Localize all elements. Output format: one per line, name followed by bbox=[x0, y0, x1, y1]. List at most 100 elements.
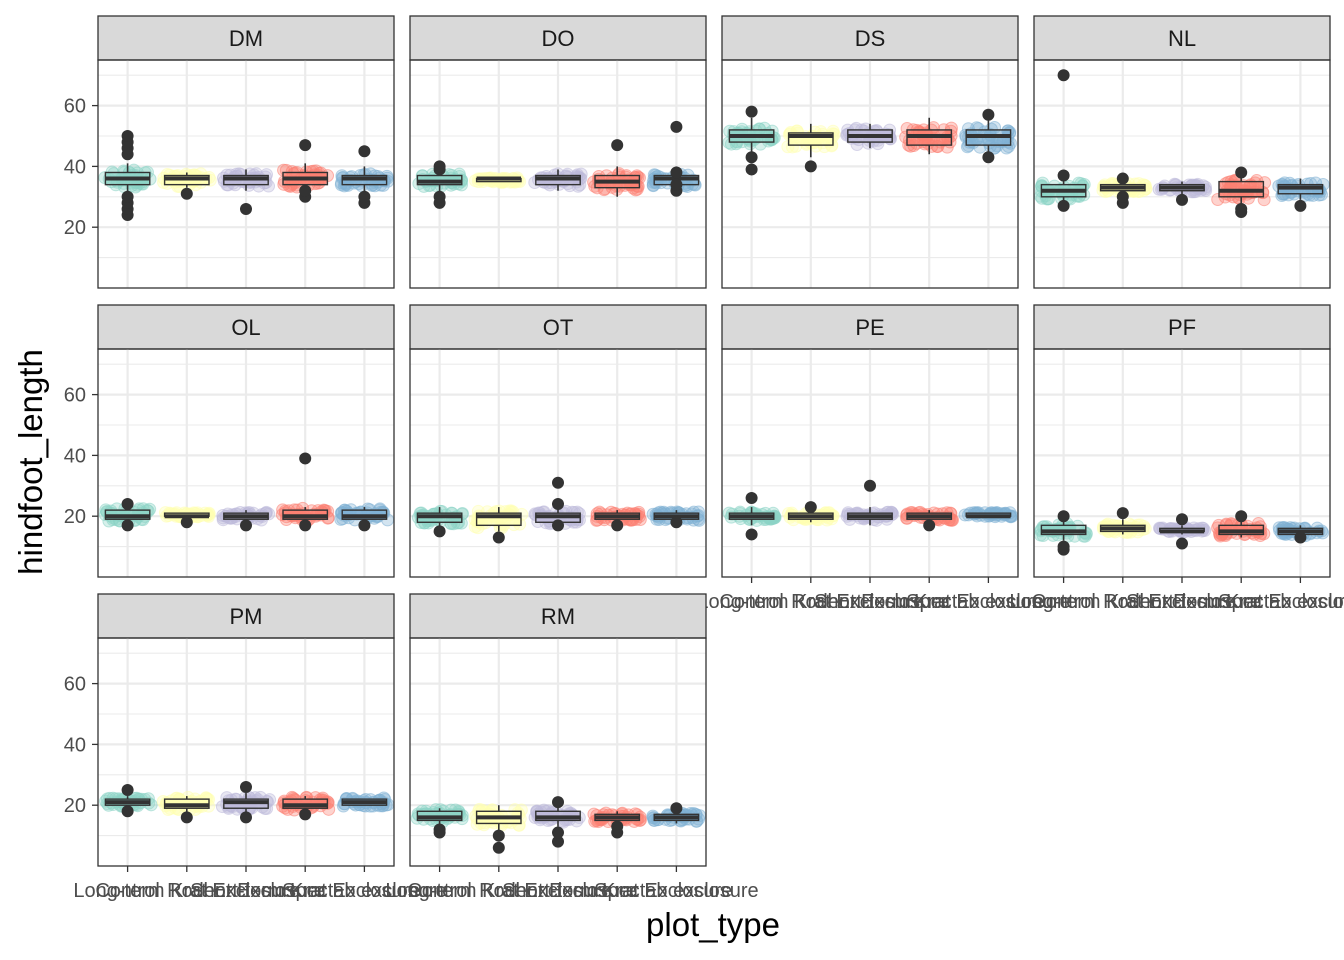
outlier-point bbox=[982, 151, 995, 164]
outlier-point bbox=[1057, 510, 1070, 523]
panel-content bbox=[1034, 69, 1330, 218]
box-0 bbox=[412, 160, 469, 209]
x-tick-label: Long-term Krat Exclosure bbox=[697, 591, 924, 613]
x-tick-label: Long-term Krat Exclosure bbox=[73, 880, 300, 902]
grid-lines bbox=[98, 349, 394, 577]
outlier-point bbox=[804, 160, 817, 173]
outlier-point bbox=[121, 805, 134, 818]
box-1 bbox=[158, 506, 216, 529]
x-tick-label: Spectab exclosure bbox=[906, 591, 1071, 613]
y-tick-label: 20 bbox=[64, 506, 86, 528]
box-4 bbox=[1272, 176, 1330, 212]
box-1 bbox=[468, 171, 527, 189]
outlier-point bbox=[121, 784, 134, 796]
box-1 bbox=[469, 802, 528, 854]
box-3 bbox=[590, 505, 647, 532]
box-2 bbox=[217, 167, 276, 215]
box-0 bbox=[722, 491, 782, 541]
x-tick-label: Spectab exclosure bbox=[594, 880, 759, 902]
box-4 bbox=[334, 502, 394, 532]
outlier-point bbox=[552, 476, 564, 489]
y-tick-label: 40 bbox=[64, 156, 86, 178]
outlier-point bbox=[299, 452, 312, 465]
outlier-point bbox=[299, 808, 312, 821]
box-2 bbox=[528, 476, 586, 532]
box-0 bbox=[410, 803, 469, 839]
outlier-point bbox=[745, 163, 758, 176]
outlier-point bbox=[121, 130, 134, 142]
facet-strip-label: DM bbox=[229, 26, 263, 51]
facet-strip-label: NL bbox=[1168, 26, 1196, 51]
outlier-point bbox=[1057, 69, 1070, 82]
outlier-point bbox=[121, 519, 134, 532]
facet-strip-label: PM bbox=[230, 604, 263, 629]
outlier-point bbox=[180, 811, 193, 824]
box-0 bbox=[1034, 69, 1091, 212]
panel-content bbox=[412, 120, 702, 209]
grid-lines bbox=[722, 349, 1018, 577]
panel-border bbox=[409, 59, 707, 289]
outlier-point bbox=[670, 120, 683, 133]
y-tick-label: 60 bbox=[64, 674, 86, 696]
box-4 bbox=[958, 506, 1018, 524]
panel-content bbox=[98, 130, 394, 222]
outlier-point bbox=[1294, 531, 1307, 544]
box-3 bbox=[900, 505, 960, 532]
x-tick-label: Long-term Krat Exclosure bbox=[1009, 591, 1236, 613]
x-tick-label: Short-term Krat Exclosure bbox=[190, 880, 420, 902]
outlier-point bbox=[982, 108, 995, 121]
grid-lines bbox=[98, 638, 394, 866]
outlier-point bbox=[1294, 199, 1307, 212]
outlier-point bbox=[670, 166, 683, 179]
y-tick-label: 20 bbox=[64, 217, 86, 239]
box-4 bbox=[646, 802, 706, 828]
box-1 bbox=[468, 504, 529, 544]
outlier-point bbox=[240, 202, 252, 215]
facet-strip-label: DO bbox=[542, 26, 575, 51]
outlier-point bbox=[121, 190, 134, 203]
box-3 bbox=[587, 139, 646, 197]
facet-strip bbox=[409, 304, 707, 350]
outlier-point bbox=[180, 516, 193, 529]
facet-strip bbox=[97, 304, 395, 350]
outlier-point bbox=[552, 826, 564, 839]
outlier-point bbox=[1235, 510, 1248, 523]
panel-border bbox=[97, 59, 395, 289]
facet-strip bbox=[97, 593, 395, 639]
y-tick-label: 60 bbox=[64, 96, 86, 118]
outlier-point bbox=[1235, 166, 1248, 179]
panel-border bbox=[409, 348, 707, 578]
box-1 bbox=[157, 167, 217, 200]
outlier-point bbox=[745, 528, 758, 541]
panel-border bbox=[1033, 59, 1331, 289]
x-tick-label: Control bbox=[95, 880, 159, 902]
x-tick-label: Control bbox=[719, 591, 783, 613]
outlier-point bbox=[552, 835, 564, 848]
box-3 bbox=[275, 452, 335, 532]
outlier-point bbox=[240, 811, 252, 824]
facet-panel-nl: NL bbox=[1033, 15, 1331, 289]
facet-strip-label: PE bbox=[855, 315, 884, 340]
box-3 bbox=[899, 117, 958, 155]
box-3 bbox=[1211, 510, 1271, 543]
outlier-point bbox=[121, 498, 134, 511]
grid-lines bbox=[722, 60, 1018, 288]
y-tick-label: 60 bbox=[64, 385, 86, 407]
facet-strip bbox=[409, 593, 707, 639]
outlier-point bbox=[611, 139, 624, 152]
box-0 bbox=[1034, 510, 1093, 556]
x-tick-label: Rodent Exclosure bbox=[479, 880, 637, 902]
outlier-point bbox=[433, 160, 446, 173]
panel-content bbox=[722, 479, 1018, 541]
box-4 bbox=[646, 120, 702, 197]
facet-panel-ot: OT bbox=[409, 304, 707, 578]
facet-strip-label: RM bbox=[541, 604, 575, 629]
box-1 bbox=[156, 790, 216, 824]
x-tick-label: Short-term Krat Exclosure bbox=[502, 880, 732, 902]
box-3 bbox=[587, 806, 648, 839]
outlier-point bbox=[1116, 190, 1129, 203]
